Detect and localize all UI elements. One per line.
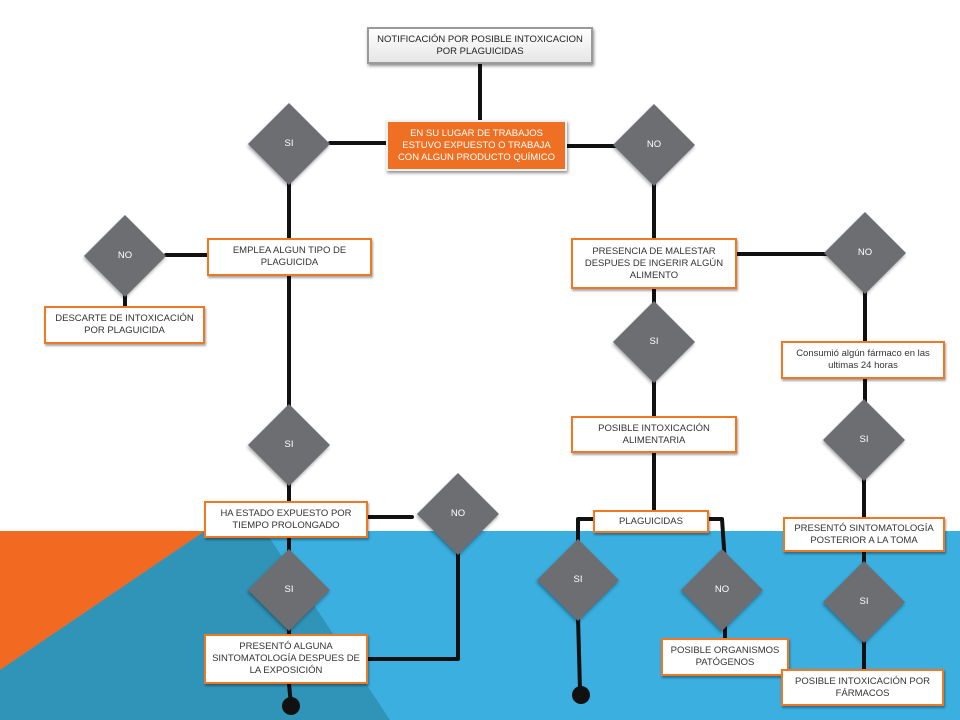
exposure-question-box: EN SU LUGAR DE TRABAJOS ESTUVO EXPUESTO … [386,120,567,171]
drug-intoxication-box: POSIBLE INTOXICACIÓN POR FÁRMACOS [781,669,944,706]
pesticides-box: PLAGUICIDAS [593,510,709,533]
symptoms-after-exposure-box: PRESENTÓ ALGUNA SINTOMATOLOGÍA DESPUES D… [204,634,368,684]
root-notification-box: NOTIFICACIÓN POR POSIBLE INTOXICACION PO… [367,27,593,64]
decision-label: SI [284,439,294,450]
pesticide-use-box: EMPLEA ALGUN TIPO DE PLAGUICIDA [207,238,372,276]
decision-label: SI [573,574,583,585]
decision-label: NO [714,584,730,595]
decision-label: SI [284,138,294,149]
pathogens-box: POSIBLE ORGANISMOS PATÓGENOS [661,638,789,676]
discomfort-after-food-box: PRESENCIA DE MALESTAR DESPUES DE INGERIR… [571,238,737,289]
decision-label: SI [284,584,294,595]
prolonged-exposure-box: HA ESTADO EXPUESTO POR TIEMPO PROLONGADO [204,501,368,538]
symptoms-after-intake-box: PRESENTÓ SINTOMATOLOGÍA POSTERIOR A LA T… [783,517,945,552]
end-terminal-left [282,697,300,715]
decision-label: SI [649,336,659,347]
end-terminal-middle [572,686,590,704]
drug-consumption-box: Consumió algún fármaco en las ultimas 24… [781,341,945,379]
decision-label: NO [117,250,133,261]
decision-label: SI [859,596,869,607]
food-intoxication-box: POSIBLE INTOXICACIÓN ALIMENTARIA [571,416,737,453]
discard-intoxication-box: DESCARTE DE INTOXICACIÓN POR PLAGUICIDA [44,306,205,344]
decision-label: SI [859,434,869,445]
decision-label: NO [857,247,873,258]
decision-label: NO [646,139,662,150]
decision-label: NO [450,508,466,519]
